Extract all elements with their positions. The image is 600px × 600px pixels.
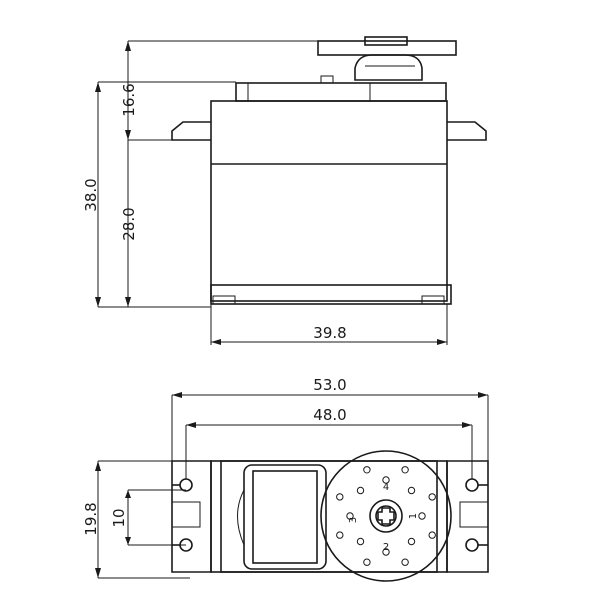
- horn-hole: [346, 512, 354, 520]
- horn-hole: [336, 531, 344, 539]
- label-window-inner: [252, 470, 318, 564]
- horn-hole: [336, 493, 344, 501]
- horn-hole: [428, 531, 436, 539]
- dim-body-height: 28.0: [120, 207, 138, 240]
- dim-slot-gap: 10: [110, 508, 128, 527]
- dim-overall-width: 53.0: [313, 376, 346, 394]
- ear-slots: [172, 478, 488, 552]
- dim-top-height: 16.6: [120, 83, 138, 116]
- horn-hole: [418, 512, 426, 520]
- mounting-ear-left: [171, 121, 211, 141]
- dim-height: 19.8: [82, 502, 100, 535]
- horn-hole: [401, 466, 409, 474]
- horn-hole: [382, 548, 390, 556]
- label-window: [243, 464, 327, 570]
- servo-body: [210, 100, 448, 302]
- horn-hub: [354, 54, 423, 81]
- horn-holes: [336, 466, 436, 566]
- horn-hole: [401, 558, 409, 566]
- horn-hole: [428, 493, 436, 501]
- horn-hole: [407, 537, 416, 546]
- dim-total-height: 38.0: [82, 178, 100, 211]
- horn-label-3: 3: [348, 517, 359, 523]
- top-view: 4 3 1 2 53.0 48.0 19.8 10: [82, 376, 489, 582]
- horn-hole: [356, 486, 365, 495]
- dim-hole-spacing: 48.0: [313, 406, 346, 424]
- mounting-ear-right: [447, 121, 487, 141]
- horn-hole: [382, 476, 390, 484]
- horn-screw-head: [364, 36, 408, 46]
- horn-hole: [407, 486, 416, 495]
- servo-horn-arm: [317, 40, 457, 56]
- cross-screw-icon: [377, 507, 395, 525]
- mounting-flange: [171, 460, 489, 573]
- horn-label-1: 1: [408, 513, 419, 519]
- side-view: 38.0 16.6 28.0 39.8: [82, 36, 487, 345]
- horn-hole: [356, 537, 365, 546]
- horn-label-4: 4: [383, 482, 389, 493]
- horn-hole: [363, 558, 371, 566]
- horn-label-2: 2: [383, 542, 389, 553]
- bottom-cap: [210, 284, 452, 305]
- dim-width: 39.8: [313, 324, 346, 342]
- horn-disc: [320, 450, 452, 582]
- top-cap: [235, 82, 447, 102]
- horn-hole: [363, 466, 371, 474]
- horn-center: [369, 499, 403, 533]
